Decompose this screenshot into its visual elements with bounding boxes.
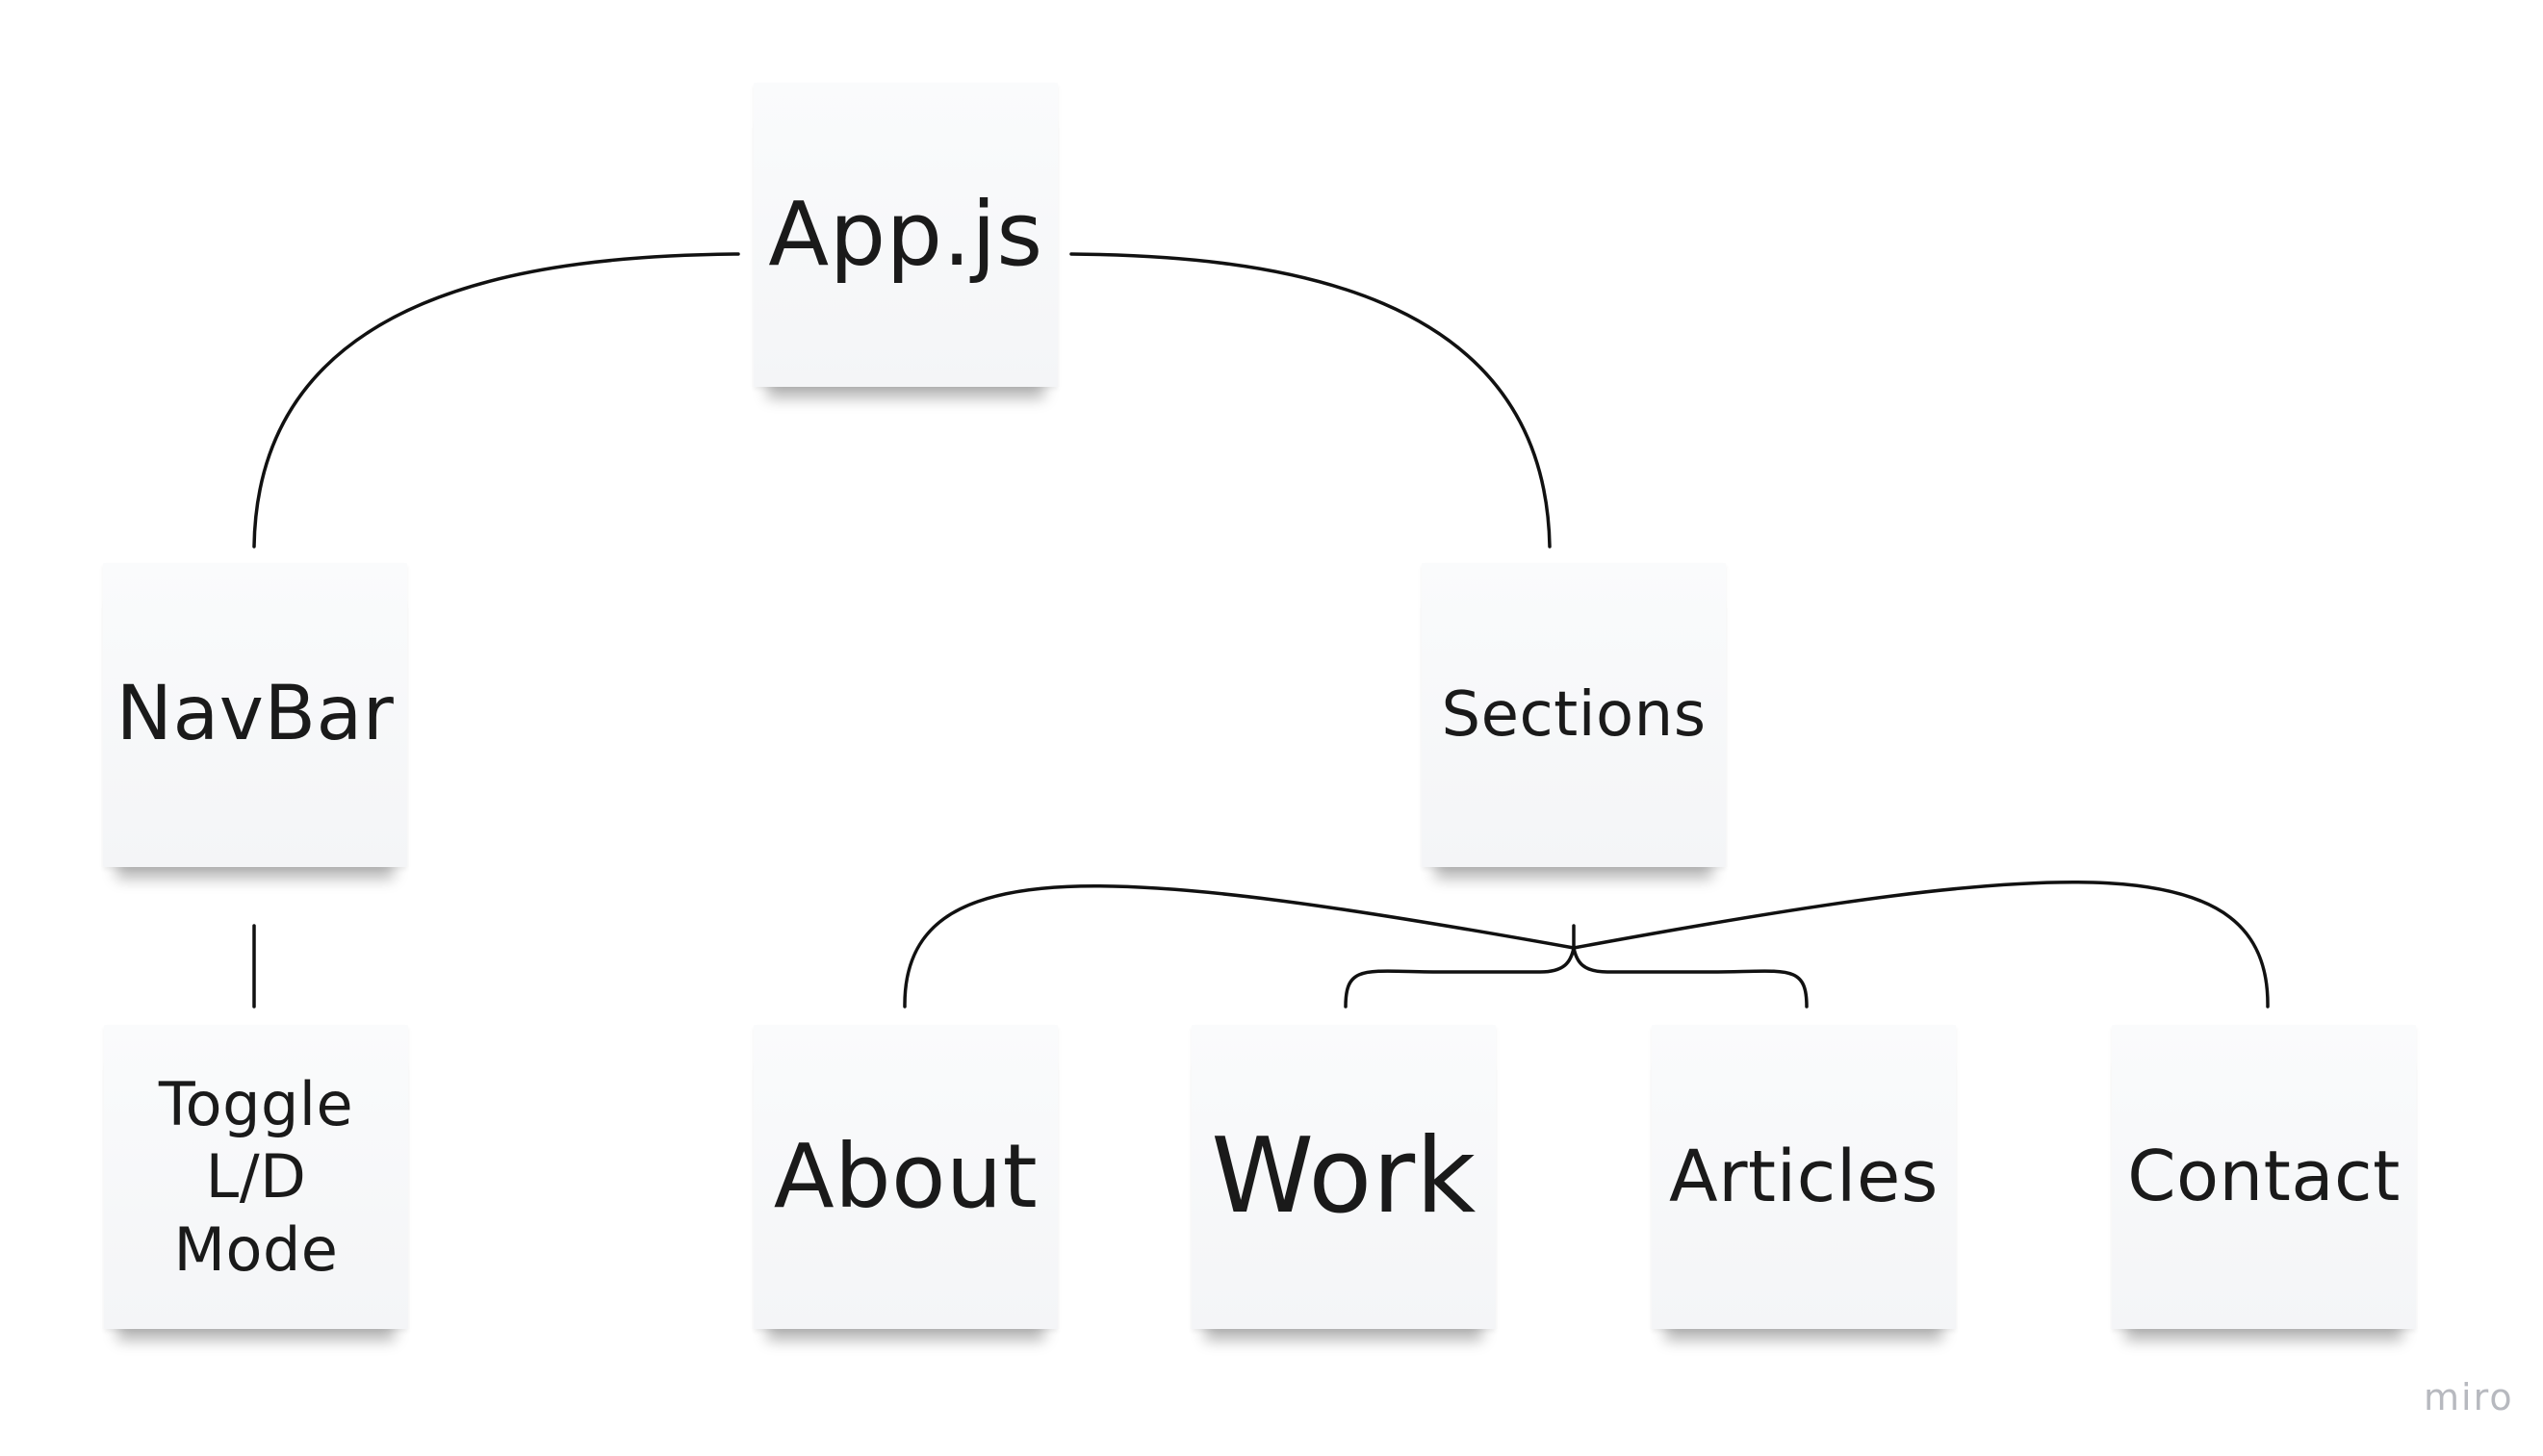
- node-label-line: L/D: [205, 1141, 307, 1213]
- node-label: App.js: [768, 182, 1043, 286]
- miro-watermark: miro: [2424, 1376, 2514, 1418]
- node-label-line: Toggle: [158, 1068, 354, 1139]
- node-label-line: Mode: [173, 1213, 339, 1285]
- node-label: Sections: [1441, 678, 1707, 751]
- edge-sections-about: [903, 884, 1576, 1009]
- node-sections[interactable]: Sections: [1422, 563, 1726, 867]
- edge-sections-work: [1344, 946, 1576, 1009]
- node-label: Toggle L/D Mode: [159, 1068, 353, 1287]
- edge-app-sections: [1069, 252, 1552, 549]
- edge-sections-articles: [1572, 946, 1809, 1009]
- node-about[interactable]: About: [754, 1025, 1058, 1329]
- edge-app-navbar: [252, 252, 740, 549]
- node-label: Work: [1211, 1116, 1477, 1238]
- edge-sections-contact: [1572, 881, 2270, 1009]
- node-navbar[interactable]: NavBar: [103, 563, 407, 867]
- node-label: Contact: [2127, 1136, 2401, 1217]
- node-work[interactable]: Work: [1192, 1025, 1496, 1329]
- node-articles[interactable]: Articles: [1652, 1025, 1956, 1329]
- node-label: NavBar: [116, 671, 395, 758]
- node-label: About: [773, 1124, 1039, 1228]
- node-contact[interactable]: Contact: [2112, 1025, 2416, 1329]
- node-label: Articles: [1669, 1135, 1939, 1218]
- node-toggle-mode[interactable]: Toggle L/D Mode: [104, 1025, 408, 1329]
- node-app-js[interactable]: App.js: [754, 83, 1058, 387]
